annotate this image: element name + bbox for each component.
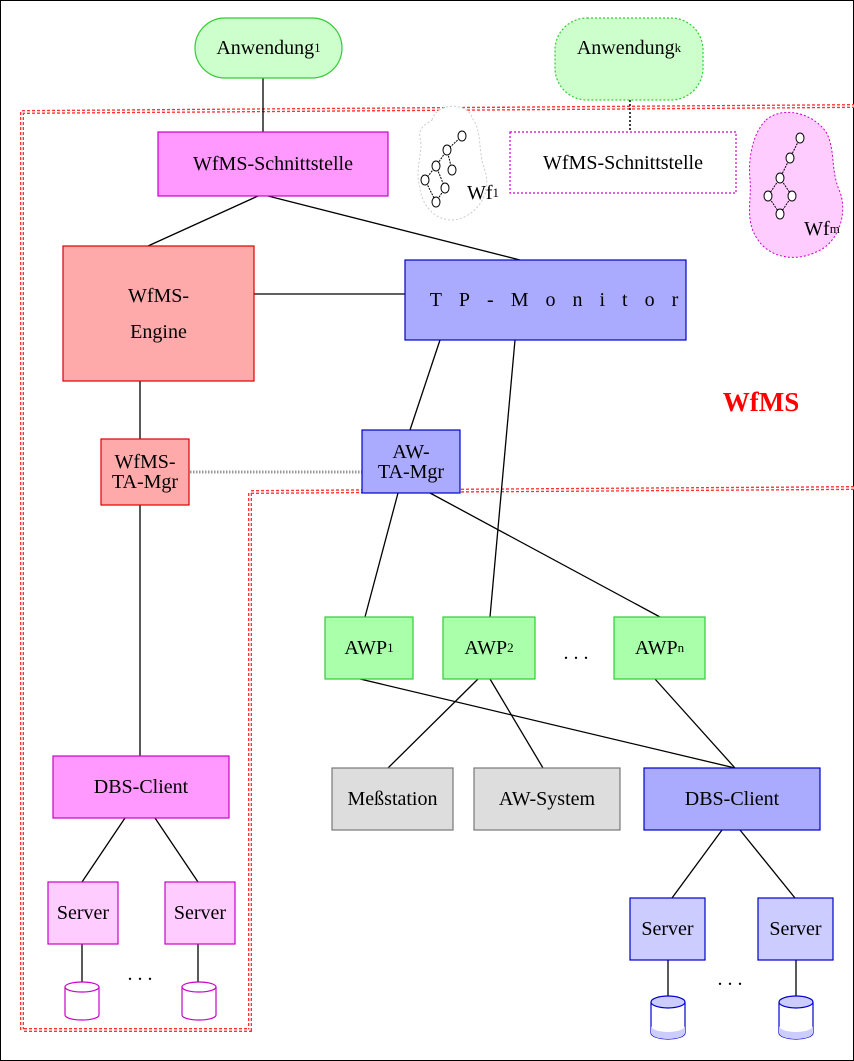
line-awp2-mess [387, 678, 479, 769]
messstation-box [331, 767, 454, 831]
dbs-client-left-box [52, 755, 230, 819]
workflow-1-nodes [420, 130, 467, 208]
wfms-engine-box [62, 245, 255, 382]
wfms-ta-mgr-box [100, 438, 190, 506]
line-awp2-awsys [489, 678, 544, 769]
workflow-m-nodes [763, 132, 805, 220]
database-1-icon [64, 981, 100, 1021]
line-tp-awta [409, 339, 441, 431]
server-2-box [164, 881, 236, 945]
line-tp-awp2 [489, 339, 516, 618]
server-1-box [47, 881, 119, 945]
awp-1-box [324, 616, 414, 680]
server-4-box [757, 897, 834, 961]
line-awta-awp1 [364, 492, 399, 618]
line-if-engine [147, 195, 259, 247]
line-dbsr-server1 [671, 829, 723, 899]
line-awta-awpn [429, 492, 661, 618]
line-dbsl-server1 [81, 817, 126, 883]
workflow-1-cloud [417, 105, 488, 221]
aw-system-box [473, 767, 621, 831]
database-3-icon [650, 995, 686, 1040]
anwendung-k-box [554, 17, 704, 101]
dbs-client-right-box [643, 767, 821, 831]
line-awpn-dbs [654, 678, 736, 769]
awp-n-box [613, 616, 706, 680]
line-dbsl-server2 [154, 817, 199, 883]
connectors [81, 78, 797, 997]
workflow-m-cloud [749, 111, 844, 258]
anwendung-1-box [194, 17, 343, 79]
server-3-box [629, 897, 706, 961]
wfms-interface-1-box [157, 131, 389, 197]
tp-monitor-box [404, 259, 687, 341]
line-if-tp [267, 195, 521, 261]
aw-ta-mgr-box [361, 429, 461, 494]
awp-2-box [442, 616, 536, 680]
database-2-icon [181, 981, 217, 1021]
database-4-icon [778, 995, 814, 1040]
line-dbsr-server2 [739, 829, 796, 899]
wfms-interface-k-box [509, 131, 737, 194]
line-awp1-dbs [359, 678, 736, 769]
